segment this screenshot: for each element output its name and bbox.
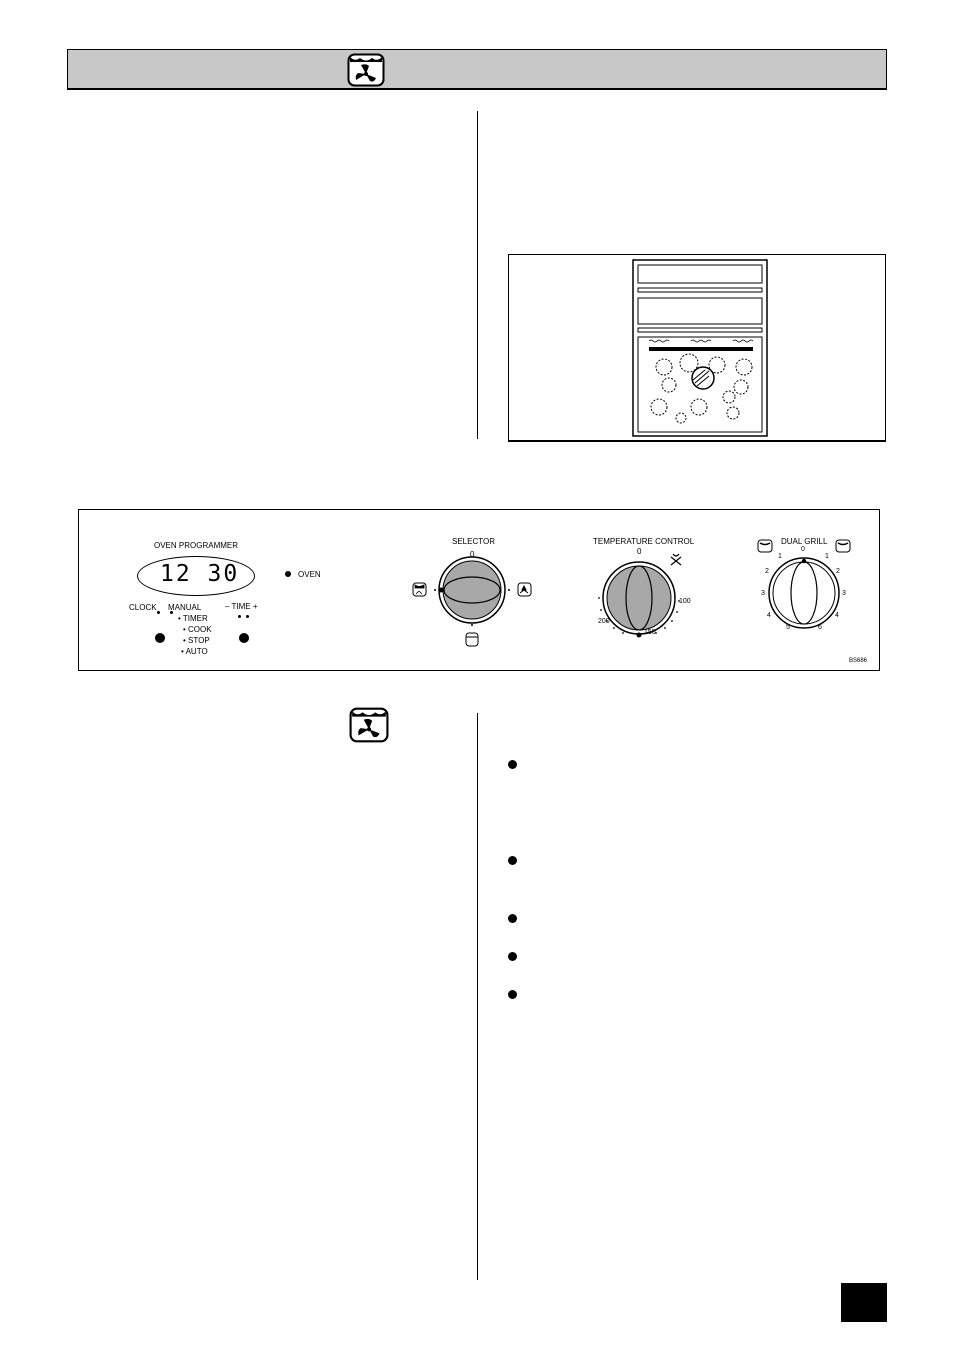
display-time: 12 30 [160, 561, 240, 587]
panel-code: BS686 [849, 658, 868, 664]
temperature-label: TEMPERATURE CONTROL [593, 537, 695, 546]
time-plus-dot [246, 615, 249, 618]
clock-label: CLOCK [129, 603, 157, 612]
mode-cook: • COOK [183, 625, 212, 634]
time-minus-dot [238, 615, 241, 618]
temperature-mark-150: 150 [644, 629, 656, 636]
oven-indicator-light [285, 571, 291, 577]
bullet-1 [508, 760, 517, 769]
selector-label: SELECTOR [452, 537, 495, 546]
programmer-display [137, 556, 255, 596]
column-divider-bottom [477, 713, 478, 1280]
selector-zero: 0 [470, 550, 475, 559]
manual-label: MANUAL [168, 603, 202, 612]
page-number-box [841, 1283, 887, 1322]
grill-mark-left-2: 2 [765, 568, 769, 575]
grill-label: DUAL GRILL [781, 537, 828, 546]
oven-indicator-label: OVEN [298, 570, 321, 579]
temperature-mark-200: 200 [598, 618, 610, 625]
grill-mark-left-3: 3 [761, 590, 765, 597]
bullet-2 [508, 856, 517, 865]
grill-knob[interactable] [756, 538, 852, 638]
fan-oven-icon [349, 707, 389, 743]
mode-auto: • AUTO [181, 647, 208, 656]
grill-mark-left-5: 5 [786, 624, 790, 631]
oven-diagram-frame [508, 254, 886, 442]
column-divider-top [477, 111, 478, 439]
temperature-knob[interactable] [593, 548, 698, 643]
grill-mark-left-4: 4 [767, 612, 771, 619]
temperature-mark-100: 100 [679, 598, 691, 605]
grill-mark-right-4: 4 [835, 612, 839, 619]
time-label: – TIME + [225, 602, 258, 611]
grill-mark-right-6: 6 [818, 624, 822, 631]
programmer-title: OVEN PROGRAMMER [154, 541, 239, 550]
clock-dot [157, 611, 160, 614]
grill-mark-right-3: 3 [842, 590, 846, 597]
fan-oven-icon [347, 53, 385, 87]
bullet-4 [508, 952, 517, 961]
clock-button[interactable] [155, 633, 165, 643]
grill-mark-right-1: 1 [825, 553, 829, 560]
grill-mark-left-1: 1 [778, 553, 782, 560]
grill-mark-right-2: 2 [836, 568, 840, 575]
header-bar [67, 49, 887, 90]
mode-timer: • TIMER [178, 614, 208, 623]
bullet-5 [508, 990, 517, 999]
selector-knob[interactable] [410, 555, 535, 650]
oven-diagram [632, 259, 768, 437]
bullet-3 [508, 914, 517, 923]
control-panel [78, 509, 880, 671]
temperature-zero: 0 [637, 547, 642, 556]
time-button[interactable] [239, 633, 249, 643]
mode-stop: • STOP [183, 636, 210, 645]
grill-zero: 0 [801, 546, 805, 553]
manual-dot [170, 611, 173, 614]
